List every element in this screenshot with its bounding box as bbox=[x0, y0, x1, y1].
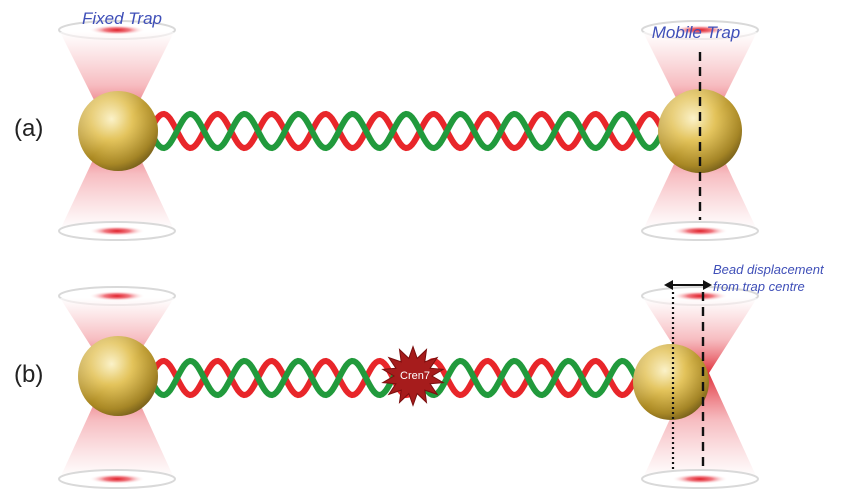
cren7-protein: Cren7 bbox=[381, 345, 445, 407]
panel-label-a: (a) bbox=[14, 115, 43, 142]
bead-mobile-b bbox=[633, 344, 709, 420]
cren7-label: Cren7 bbox=[400, 370, 430, 382]
panel-label-b: (b) bbox=[14, 361, 43, 388]
displacement-arrow bbox=[664, 280, 712, 290]
trap-centre-label: from trap centre bbox=[713, 279, 805, 294]
bead-displacement-label: Bead displacement bbox=[713, 262, 825, 277]
mobile-trap-label: Mobile Trap bbox=[652, 23, 741, 42]
dna-strand-green bbox=[147, 110, 671, 152]
mobile-trap-a bbox=[641, 20, 759, 241]
dna-helix-a bbox=[147, 110, 671, 152]
fixed-trap-b bbox=[58, 286, 176, 489]
bead-fixed-a bbox=[78, 91, 158, 171]
fixed-trap-label: Fixed Trap bbox=[82, 9, 162, 28]
bead-fixed-b bbox=[78, 336, 158, 416]
mobile-trap-b bbox=[641, 286, 759, 489]
fixed-trap-a bbox=[58, 20, 176, 241]
